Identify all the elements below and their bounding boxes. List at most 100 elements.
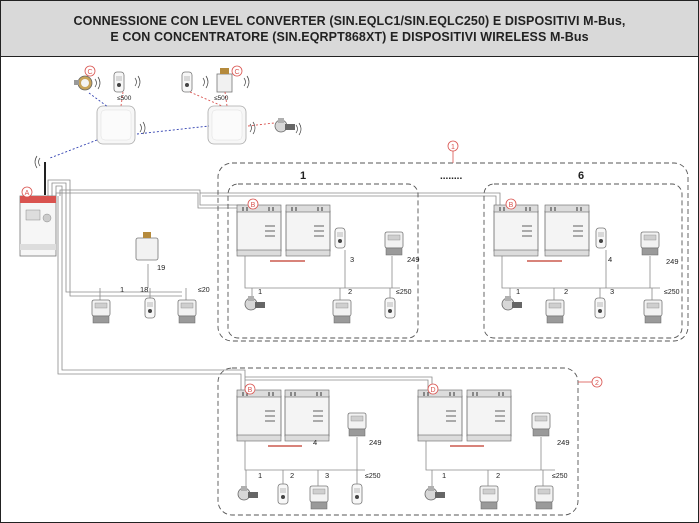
controller	[19, 162, 57, 257]
wireless-concentrator-2	[207, 105, 247, 145]
callout-c-2: C	[231, 65, 243, 77]
level-converter-g2a	[236, 389, 282, 442]
callout-b-1: B	[247, 198, 259, 210]
signal-icons	[34, 75, 302, 169]
label-g2a-1: 1	[258, 471, 262, 480]
meter-g2a-3	[309, 485, 329, 510]
meter-g2b-250	[534, 485, 554, 510]
meter-g2a-1	[237, 485, 259, 501]
converter-group-1	[227, 183, 419, 339]
left-bus-branches	[99, 264, 187, 300]
svg-text:D: D	[430, 387, 435, 394]
meter-g2b-1	[424, 485, 446, 501]
meter-g2b-2	[479, 485, 499, 510]
wireless-count-1: ≤500	[117, 95, 132, 102]
label-g1-3: 3	[350, 255, 354, 264]
label-g2b-2: 2	[496, 471, 500, 480]
concentrator-g2b	[417, 389, 463, 442]
meter-20	[177, 299, 197, 324]
label-g6-4: 4	[608, 255, 612, 264]
diagram-title: CONNESSIONE CON LEVEL CONVERTER (SIN.EQL…	[1, 1, 698, 57]
bus-g6	[501, 250, 660, 300]
repeater-g2a	[284, 389, 330, 442]
svg-text:B: B	[248, 387, 253, 394]
label-g1-2: 2	[348, 287, 352, 296]
label-1: 1	[120, 285, 124, 294]
label-g2b-1: 1	[442, 471, 446, 480]
water-meter-wireless-2	[216, 68, 233, 93]
label-g2a-2: 2	[290, 471, 294, 480]
heat-sensor-wireless-2	[181, 71, 193, 93]
callout-a: A	[21, 186, 33, 198]
meter-g6-2	[545, 299, 565, 324]
group-1-label: 1	[300, 170, 306, 182]
svg-text:C: C	[234, 69, 239, 76]
meter-g1-1	[244, 295, 266, 311]
label-g2b-249: 249	[557, 438, 570, 447]
water-meter-wireless-1	[74, 75, 93, 91]
meter-g2a-250	[351, 483, 363, 505]
callout-1: 1	[447, 140, 459, 163]
meter-g6-1	[501, 295, 523, 311]
callout-b-2: B	[244, 383, 256, 395]
meter-g6-250	[643, 299, 663, 324]
valve-wireless	[274, 117, 296, 133]
label-g1-1: 1	[258, 287, 262, 296]
label-g6-2: 2	[564, 287, 568, 296]
meter-g1-3	[334, 227, 346, 249]
callout-d: D	[427, 383, 439, 395]
level-converter-g1	[236, 204, 282, 257]
label-g6-3: 3	[610, 287, 614, 296]
bus-g1	[244, 250, 400, 300]
meter-g1-2	[332, 299, 352, 324]
svg-text:2: 2	[595, 380, 599, 387]
svg-text:B: B	[509, 202, 514, 209]
meter-g1-249	[384, 231, 404, 256]
svg-text:A: A	[25, 190, 30, 197]
bus-g2b	[425, 437, 555, 486]
meter-1	[91, 299, 111, 324]
meter-g2a-2	[277, 483, 289, 505]
repeater-g2b	[466, 389, 512, 442]
label-g2a-250: ≤250	[365, 473, 381, 480]
meter-g1-250	[384, 297, 396, 319]
converter-group-6	[483, 183, 683, 339]
repeater-g6	[544, 204, 590, 257]
level-converter-g6	[493, 204, 539, 257]
title-line-1: CONNESSIONE CON LEVEL CONVERTER (SIN.EQL…	[73, 13, 626, 28]
group-ellipsis: ........	[440, 171, 462, 182]
concentrator-network-group	[217, 367, 579, 516]
wireless-links-red	[120, 91, 275, 127]
repeater-g1	[285, 204, 331, 257]
label-19: 19	[157, 263, 165, 272]
svg-text:1: 1	[451, 144, 455, 151]
label-g2b-250: ≤250	[552, 473, 568, 480]
mbus-cables	[47, 179, 501, 390]
wireless-links-blue	[49, 92, 210, 159]
meter-g6-249	[640, 231, 660, 256]
label-g2a-4: 4	[313, 438, 317, 447]
label-g2a-3: 3	[325, 471, 329, 480]
meter-g6-3	[594, 297, 606, 319]
label-20: ≤20	[198, 287, 210, 294]
meter-19	[135, 232, 159, 261]
label-g1-249: 249	[407, 255, 420, 264]
label-g6-250: ≤250	[664, 289, 680, 296]
label-18: 18	[140, 285, 148, 294]
callout-b-6: B	[505, 198, 517, 210]
svg-text:C: C	[87, 69, 92, 76]
svg-text:B: B	[251, 202, 256, 209]
label-g6-1: 1	[516, 287, 520, 296]
wireless-count-2: ≤500	[214, 95, 229, 102]
label-g6-249: 249	[666, 257, 679, 266]
group-6-label: 6	[578, 170, 584, 182]
meter-18	[144, 297, 156, 319]
callout-2: 2	[578, 376, 603, 388]
meter-g2a-249	[347, 412, 367, 437]
heat-sensor-wireless-1	[113, 71, 125, 93]
label-g2a-249: 249	[369, 438, 382, 447]
meter-g6-4	[595, 227, 607, 249]
meter-g2b-249	[531, 412, 551, 437]
bus-g2a	[244, 437, 365, 486]
